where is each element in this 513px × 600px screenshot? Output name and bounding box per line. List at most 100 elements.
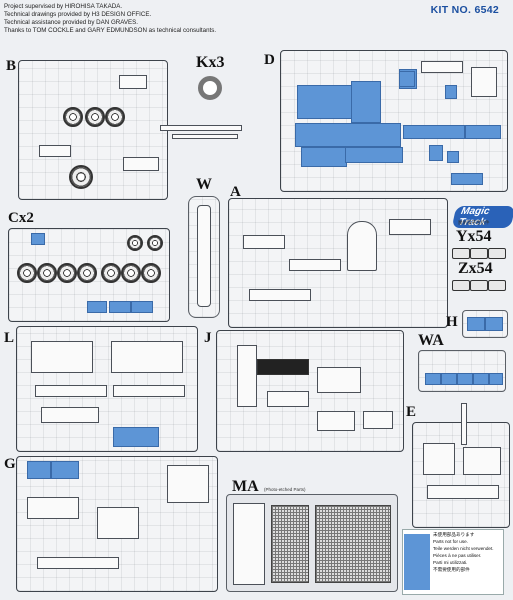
shaft-part <box>160 125 242 131</box>
sprue-e <box>412 403 510 528</box>
part-outline <box>35 385 107 397</box>
sprue-label-k: Kx3 <box>196 54 225 71</box>
legend-line: 未使用部品あります <box>433 532 475 537</box>
legend-line: Teile werden nicht verwendet. <box>433 546 494 551</box>
wheel-part <box>57 263 77 283</box>
part-outline <box>97 507 139 539</box>
kit-number: KIT NO. 6542 <box>430 4 499 16</box>
part-outline <box>27 497 79 519</box>
shaft-part <box>172 134 238 139</box>
hull-panel <box>317 367 361 393</box>
unused-part <box>131 301 153 313</box>
unused-part <box>297 85 353 119</box>
wheel-part <box>141 263 161 283</box>
unused-part <box>425 373 441 385</box>
credit-line: Thanks to TOM COCKLE and GARY EDMUNDSON … <box>4 27 217 34</box>
wheel-part <box>101 263 121 283</box>
legend-line: 不需要使用的部件 <box>433 567 470 572</box>
wheel-part <box>121 263 141 283</box>
sprue-label-d: D <box>264 52 275 68</box>
unused-part <box>451 173 483 185</box>
part-outline <box>113 385 185 397</box>
credit-line: Technical assistance provided by DAN GRA… <box>4 19 139 26</box>
part-outline <box>237 345 257 407</box>
unused-part <box>295 123 401 147</box>
track-link-part <box>452 280 470 291</box>
wheel-part <box>37 263 57 283</box>
unused-part <box>445 85 457 99</box>
unused-part <box>465 125 501 139</box>
unused-part <box>109 301 131 313</box>
hull-panel <box>167 465 209 503</box>
unused-part <box>87 301 107 313</box>
unused-part <box>51 461 79 479</box>
unused-part <box>27 461 51 479</box>
part-outline <box>119 75 147 89</box>
track-link-part <box>488 248 506 259</box>
unused-part <box>403 125 465 139</box>
part-outline <box>41 407 99 423</box>
part-outline <box>267 391 309 407</box>
unused-part <box>489 373 503 385</box>
unused-part <box>399 71 415 87</box>
sprue-w <box>188 196 220 318</box>
engine-deck-part <box>257 359 309 375</box>
part-outline <box>461 403 467 445</box>
track-link-part <box>470 280 488 291</box>
hull-panel <box>423 443 455 475</box>
credit-line: Project supervised by HIROHISA TAKADA. <box>4 3 123 10</box>
unused-part <box>351 81 381 123</box>
sprue-label-w: W <box>196 176 212 193</box>
ring-part <box>198 76 222 100</box>
part-outline <box>421 61 463 73</box>
part-outline <box>37 557 119 569</box>
photo-etch-caption: (Photo-etched Parts) <box>264 487 306 492</box>
legend-line: Pièces à ne pas utiliser. <box>433 553 482 558</box>
part-outline <box>123 157 159 171</box>
part-outline <box>363 411 393 429</box>
sprue-label-z: Zx54 <box>458 260 493 277</box>
sprue-wa <box>418 350 506 392</box>
sprue-h <box>462 310 508 338</box>
part-outline <box>389 219 431 235</box>
sprue-l <box>16 326 198 452</box>
sprue-label-y: Yx54 <box>456 228 492 245</box>
sprue-label-a: A <box>230 184 241 200</box>
sprue-label-ma: MA <box>232 478 259 495</box>
etch-part <box>233 503 265 585</box>
part-outline <box>317 411 355 431</box>
track-link-part <box>452 248 470 259</box>
sprue-label-c: Cx2 <box>8 210 34 226</box>
wheel-part <box>105 107 125 127</box>
wheel-part <box>77 263 97 283</box>
unused-part <box>457 373 473 385</box>
magic-track-subtitle: 魔術履帶連結件 <box>458 220 490 225</box>
sprue-ma <box>226 494 398 592</box>
sprue-j <box>216 330 404 452</box>
hull-panel <box>463 447 501 475</box>
credits-block: Project supervised by HIROHISA TAKADA. T… <box>4 3 216 35</box>
wheel-part <box>63 107 83 127</box>
wheel-part <box>85 107 105 127</box>
unused-part <box>447 151 459 163</box>
unused-part <box>441 373 457 385</box>
part-outline <box>243 235 285 249</box>
track-link-part <box>470 248 488 259</box>
credit-line: Technical drawings provided by H3 DESIGN… <box>4 11 152 18</box>
sprue-g <box>16 456 218 592</box>
unused-part <box>301 147 347 167</box>
hull-panel <box>31 341 93 373</box>
wheel-part <box>69 165 93 189</box>
unused-part <box>31 233 45 245</box>
legend-notes: 未使用部品あります Parts not for use. Teile werde… <box>433 531 494 573</box>
unused-part <box>485 317 503 331</box>
part-outline <box>427 485 499 499</box>
track-link-part <box>488 280 506 291</box>
unused-part <box>113 427 159 447</box>
unused-part <box>345 147 403 163</box>
sprue-label-b: B <box>6 58 17 74</box>
chassis-part <box>197 205 211 307</box>
sprue-label-l: L <box>4 330 15 346</box>
sprue-d <box>280 50 508 192</box>
etch-mesh <box>271 505 309 583</box>
